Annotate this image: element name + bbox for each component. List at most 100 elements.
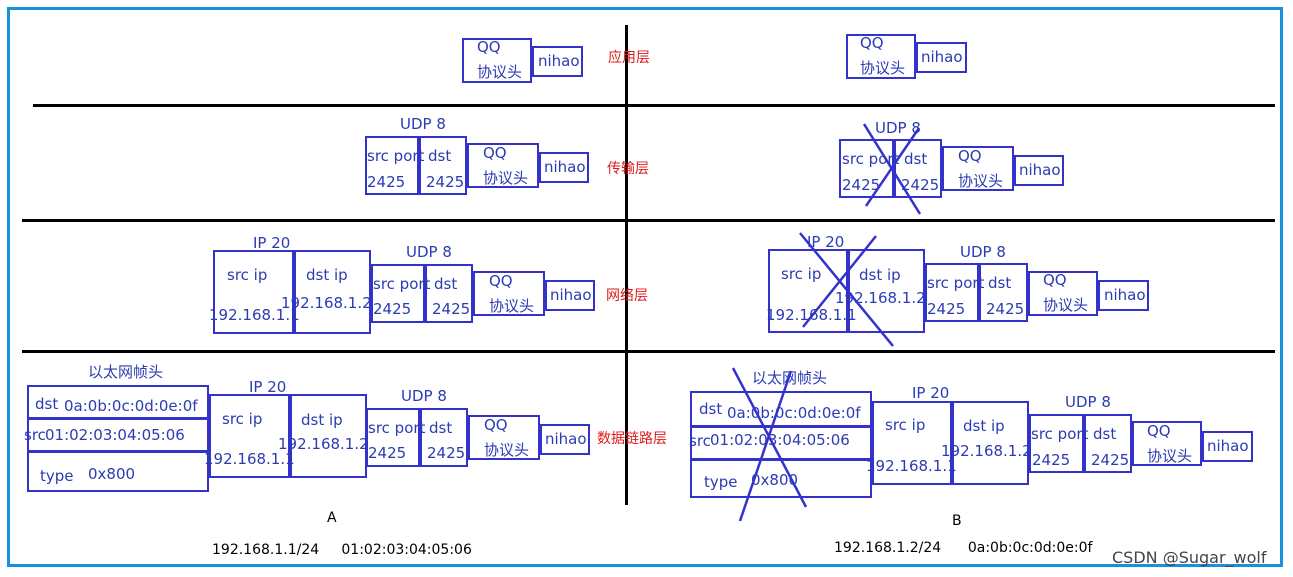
payload-label: nihao bbox=[921, 48, 963, 66]
proto-head-label: 协议头 bbox=[489, 297, 535, 315]
dst-ip-value: 192.168.1.2 bbox=[281, 294, 372, 312]
eth-dst-label: dst bbox=[699, 400, 723, 418]
payload-label: nihao bbox=[1104, 286, 1146, 304]
proto-head-label: 协议头 bbox=[484, 441, 530, 459]
dst-ip-value: 192.168.1.2 bbox=[941, 442, 1032, 460]
src-ip-value: 192.168.1.1 bbox=[766, 306, 857, 324]
dst-port-label: dst bbox=[429, 419, 453, 437]
src-port-label: src port bbox=[368, 419, 426, 437]
qq-label: QQ bbox=[1147, 422, 1171, 440]
src-port-value: 2425 bbox=[927, 300, 966, 318]
eth-type-label: type bbox=[40, 467, 74, 485]
dst-ip-label: dst ip bbox=[306, 266, 348, 284]
payload-box bbox=[1014, 155, 1064, 186]
udp-header-label: UDP 8 bbox=[400, 115, 446, 133]
src-port-label: src port bbox=[927, 274, 985, 292]
dst-ip-value: 192.168.1.2 bbox=[835, 289, 926, 307]
eth-dst-mac: 0a:0b:0c:0d:0e:0f bbox=[64, 397, 198, 415]
udp-header-label: UDP 8 bbox=[406, 243, 452, 261]
ip-header-label: IP 20 bbox=[253, 234, 291, 252]
ip-dst-box bbox=[952, 401, 1029, 485]
udp-dst-port-box bbox=[419, 136, 467, 195]
dst-port-label: dst bbox=[988, 274, 1012, 292]
udp-src-port-box bbox=[365, 136, 419, 195]
qq-header-box bbox=[846, 34, 916, 79]
src-port-value: 2425 bbox=[1032, 451, 1071, 469]
payload-box bbox=[545, 280, 595, 311]
qq-label: QQ bbox=[489, 272, 513, 290]
src-port-value: 2425 bbox=[368, 444, 407, 462]
qq-header-box bbox=[468, 415, 540, 460]
dst-port-label: dst bbox=[904, 150, 928, 168]
src-port-value: 2425 bbox=[367, 173, 406, 191]
proto-head-label: 协议头 bbox=[860, 59, 906, 77]
proto-head-label: 协议头 bbox=[958, 172, 1004, 190]
ip-dst-box bbox=[294, 250, 371, 334]
eth-src-label: src bbox=[689, 432, 711, 450]
payload-label: nihao bbox=[1207, 437, 1249, 455]
src-ip-value: 192.168.1.1 bbox=[866, 457, 957, 475]
udp-src-port-box bbox=[1029, 414, 1084, 473]
dst-port-label: dst bbox=[1093, 425, 1117, 443]
dst-ip-value: 192.168.1.2 bbox=[278, 435, 369, 453]
qq-label: QQ bbox=[477, 38, 501, 56]
payload-label: nihao bbox=[1019, 161, 1061, 179]
eth-type-value: 0x800 bbox=[751, 471, 799, 489]
udp-src-port-box bbox=[371, 264, 425, 323]
layer-label-network: 网络层 bbox=[606, 288, 648, 304]
dst-ip-label: dst ip bbox=[963, 417, 1005, 435]
payload-box bbox=[1098, 280, 1149, 311]
dst-port-value: 2425 bbox=[427, 444, 466, 462]
qq-header-box bbox=[942, 146, 1014, 191]
eth-dst-box bbox=[27, 385, 209, 419]
payload-box bbox=[540, 424, 590, 455]
qq-label: QQ bbox=[484, 416, 508, 434]
dst-port-label: dst bbox=[434, 275, 458, 293]
src-ip-value: 192.168.1.1 bbox=[204, 450, 295, 468]
src-ip-label: src ip bbox=[781, 265, 822, 283]
udp-dst-port-box bbox=[425, 264, 473, 323]
src-port-value: 2425 bbox=[842, 176, 881, 194]
separator-app-transport bbox=[33, 104, 1275, 107]
src-port-label: src port bbox=[1031, 425, 1089, 443]
payload-label: nihao bbox=[544, 158, 586, 176]
proto-head-label: 协议头 bbox=[483, 169, 529, 187]
udp-src-port-box bbox=[925, 263, 979, 322]
udp-header-label: UDP 8 bbox=[401, 387, 447, 405]
watermark: CSDN @Sugar_wolf bbox=[1112, 548, 1267, 567]
layer-label-transport: 传输层 bbox=[607, 161, 649, 177]
qq-header-box bbox=[462, 38, 532, 83]
src-port-label: src port bbox=[373, 275, 431, 293]
payload-box bbox=[532, 46, 583, 77]
dst-port-value: 2425 bbox=[986, 300, 1025, 318]
udp-dst-port-box bbox=[979, 263, 1028, 322]
proto-head-label: 协议头 bbox=[1043, 296, 1089, 314]
udp-header-label: UDP 8 bbox=[960, 243, 1006, 261]
ip-header-label: IP 20 bbox=[807, 233, 845, 251]
ip-dst-box bbox=[290, 394, 367, 478]
host-a-label: A bbox=[327, 510, 337, 526]
eth-type-box bbox=[27, 451, 209, 492]
qq-label: QQ bbox=[1043, 271, 1067, 289]
qq-label: QQ bbox=[483, 144, 507, 162]
ip-header-label: IP 20 bbox=[912, 384, 950, 402]
qq-header-box bbox=[1132, 421, 1202, 466]
qq-header-box bbox=[467, 143, 539, 188]
qq-header-box bbox=[1028, 271, 1098, 316]
proto-head-label: 协议头 bbox=[1147, 447, 1193, 465]
host-b-info: 192.168.1.2/24 0a:0b:0c:0d:0e:0f bbox=[834, 540, 1093, 556]
payload-box bbox=[916, 42, 967, 73]
src-port-label: src port bbox=[842, 150, 900, 168]
host-b-label: B bbox=[952, 513, 962, 529]
udp-dst-port-box bbox=[1084, 414, 1132, 473]
eth-dst-mac: 0a:0b:0c:0d:0e:0f bbox=[727, 404, 861, 422]
proto-head-label: 协议头 bbox=[477, 63, 523, 81]
dst-port-value: 2425 bbox=[901, 176, 940, 194]
ip-src-box bbox=[209, 394, 290, 478]
src-port-label: src port bbox=[367, 147, 425, 165]
ip-src-box bbox=[213, 250, 294, 334]
eth-header-label: 以太网帧头 bbox=[752, 369, 828, 387]
payload-box bbox=[539, 152, 589, 183]
udp-dst-port-box bbox=[420, 408, 468, 467]
udp-header-label: UDP 8 bbox=[1065, 393, 1111, 411]
